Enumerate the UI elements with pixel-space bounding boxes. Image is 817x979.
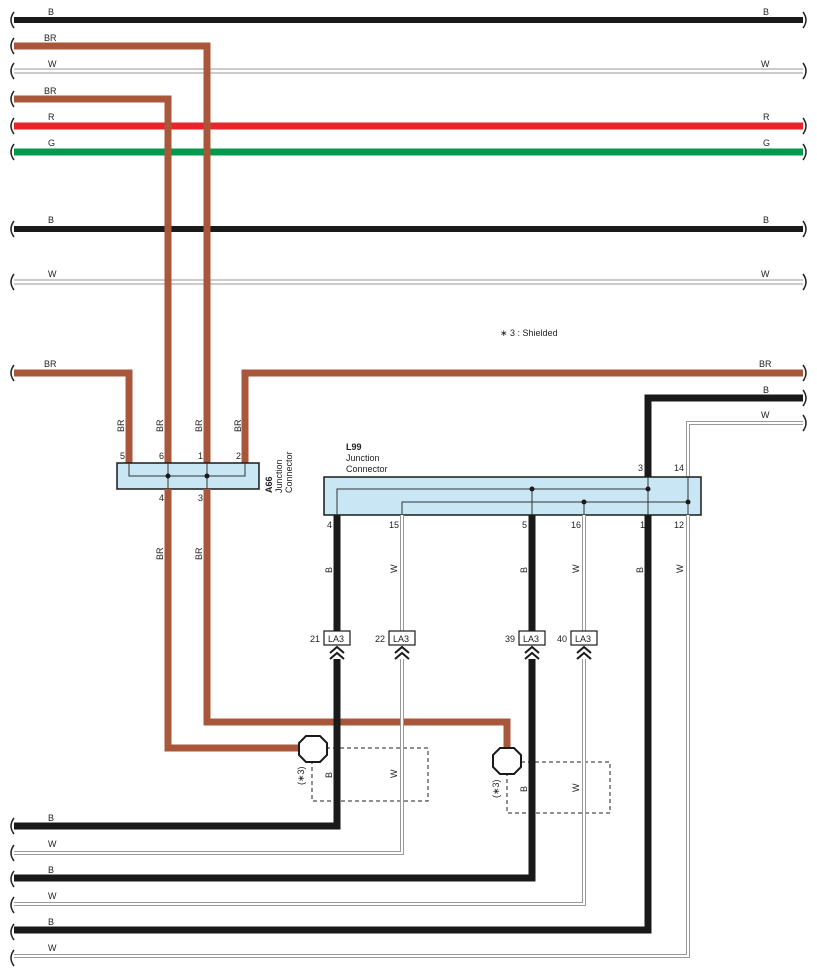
a66-pin-2: 2 [236, 451, 241, 461]
l99-pin-16: 16 [571, 520, 581, 530]
a66-pin-3: 3 [198, 493, 203, 503]
wire-w-la3-40-bottom [14, 659, 585, 905]
label-w-2-right: W [761, 269, 770, 279]
shield-2-w-label: W [571, 783, 581, 792]
shield-2-b-label: B [519, 786, 529, 792]
l99-connector: L99 Junction Connector 3 14 4 15 5 16 1 … [323, 442, 702, 530]
la3-pin-39: 39 [505, 634, 515, 644]
wire-br-to-a66-1 [14, 42, 211, 463]
label-g-right: G [763, 138, 770, 148]
la3-pin-40: 40 [557, 634, 567, 644]
l99-name-2: Connector [346, 464, 388, 474]
wire-b-la3-39-bottom [14, 659, 536, 882]
l99-wire-4-label: B [324, 567, 334, 573]
label-b-top-right: B [763, 7, 769, 17]
shield-note: ∗ 3 : Shielded [500, 328, 558, 338]
wire-b-la3-21-bottom [14, 659, 341, 830]
label-b-top-left: B [48, 7, 54, 17]
label-br-4: BR [759, 359, 772, 369]
a66-pin-1: 1 [198, 451, 203, 461]
shield-1-b-label: B [324, 772, 334, 778]
wire-b-to-l99-3 [644, 394, 803, 477]
la3-tag-22-label: LA3 [393, 634, 409, 644]
a66-name-2: Connector [284, 451, 294, 493]
shield-2-ref: (∗3) [491, 779, 501, 798]
label-w-2-left: W [48, 269, 57, 279]
shield-1-ref: (∗3) [296, 766, 306, 785]
l99-pin-5: 5 [522, 520, 527, 530]
wire-br-from-a66-2 [241, 369, 803, 463]
l99-code: L99 [346, 442, 362, 452]
label-bottom-b-3: B [48, 917, 54, 927]
a66-pin-6: 6 [159, 451, 164, 461]
la3-tags: LA3 21 LA3 22 LA3 39 LA3 40 [310, 630, 598, 660]
wire-b-l99-1-bottom [14, 515, 652, 934]
label-br-3: BR [44, 359, 57, 369]
la3-tag-39-label: LA3 [523, 634, 539, 644]
bottom-labels: B W B W B W [48, 813, 57, 953]
shield-group-1: (∗3) B W [296, 735, 429, 802]
a66-name-1: Junction [274, 459, 284, 493]
break-marks [10, 11, 807, 967]
l99-pin-15: 15 [389, 520, 399, 530]
label-w-3: W [761, 410, 770, 420]
bus-wires [14, 17, 803, 477]
label-bottom-w-3: W [48, 943, 57, 953]
la3-pin-21: 21 [310, 634, 320, 644]
label-b-mid-left: B [48, 215, 54, 225]
wire-br-a66-4-to-shield1 [164, 489, 298, 752]
label-r-left: R [48, 112, 55, 122]
shield-group-2: (∗3) B W [491, 747, 611, 814]
label-w-1-left: W [48, 59, 57, 69]
bus-labels: B B BR W W BR R R G G B B W W BR BR B W [44, 7, 772, 420]
wire-w-l99-12-bottom [14, 515, 689, 957]
a66-wire-6-label: BR [155, 419, 165, 432]
label-g-left: G [48, 138, 55, 148]
l99-pin-14: 14 [674, 463, 684, 473]
wire-br-a66-3-to-shield2 [203, 489, 511, 748]
wire-w-la3-22-bottom [14, 659, 403, 854]
a66-wire-3-label: BR [194, 547, 204, 560]
label-bottom-b-1: B [48, 813, 54, 823]
a66-wire-2-label: BR [233, 419, 243, 432]
a66-wire-5-label: BR [116, 419, 126, 432]
label-r-right: R [763, 112, 770, 122]
l99-wire-5-label: B [519, 567, 529, 573]
label-w-1-right: W [761, 59, 770, 69]
a66-wire-1-label: BR [194, 419, 204, 432]
l99-wire-12-label: W [675, 564, 685, 573]
l99-pin-3: 3 [638, 463, 643, 473]
a66-pin-4: 4 [159, 493, 164, 503]
label-br-1: BR [44, 33, 57, 43]
l99-pin-12: 12 [674, 520, 684, 530]
l99-pin-1: 1 [640, 520, 645, 530]
l99-name-1: Junction [346, 453, 380, 463]
l99-wire-15-label: W [389, 564, 399, 573]
label-b-mid-right: B [763, 215, 769, 225]
shield-1-w-label: W [389, 769, 399, 778]
label-b-3: B [763, 385, 769, 395]
la3-pin-22: 22 [375, 634, 385, 644]
wire-w-to-l99-14 [686, 421, 803, 477]
a66-wire-4-label: BR [155, 547, 165, 560]
la3-tag-21-label: LA3 [328, 634, 344, 644]
wire-br-to-a66-6 [14, 95, 172, 463]
label-bottom-w-2: W [48, 891, 57, 901]
label-bottom-b-2: B [48, 865, 54, 875]
l99-pin-4: 4 [327, 520, 332, 530]
label-br-2: BR [44, 86, 57, 96]
a66-code: A66 [264, 476, 274, 493]
label-bottom-w-1: W [48, 839, 57, 849]
wire-br-to-a66-5 [14, 369, 133, 463]
la3-tag-40-label: LA3 [575, 634, 591, 644]
a66-pin-5: 5 [120, 451, 125, 461]
a66-connector: 5 6 1 2 4 3 A66 Junction Connector BR BR… [116, 419, 294, 560]
l99-wire-16-label: W [571, 564, 581, 573]
l99-wire-1-label: B [635, 567, 645, 573]
